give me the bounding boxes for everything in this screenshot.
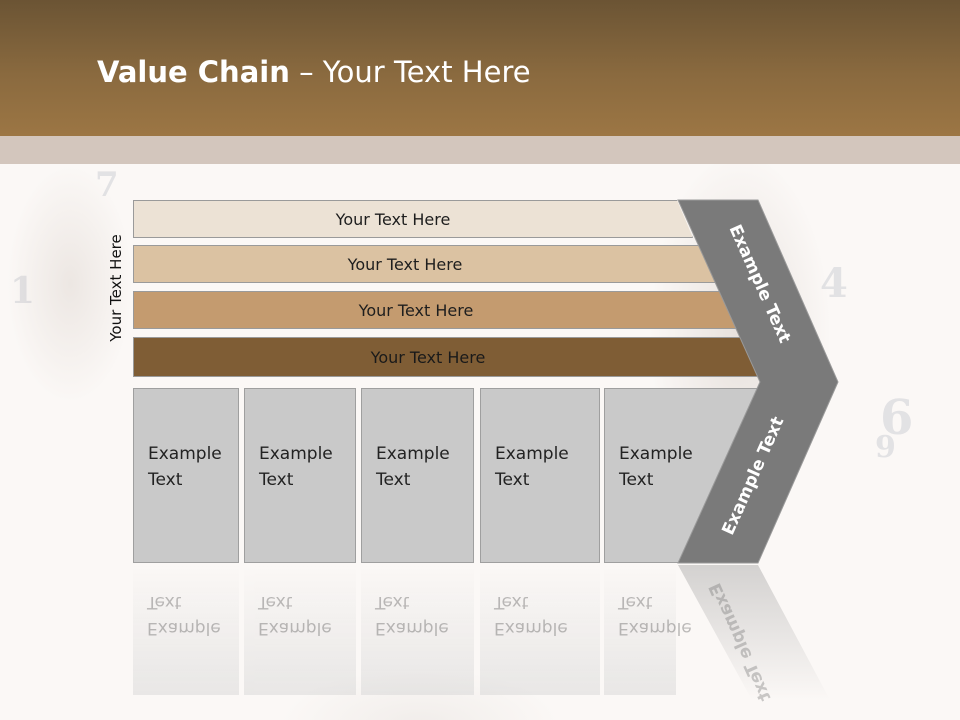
box-1-line2: Text	[148, 470, 183, 490]
box-4: Example Text	[480, 388, 600, 563]
row-2-label: Your Text Here	[347, 254, 463, 274]
box-2: Example Text	[244, 388, 356, 563]
box-1-line1: Example	[148, 444, 222, 464]
background-numeral: 1	[10, 270, 36, 312]
slide-title: Value Chain – Your Text Here	[97, 55, 531, 89]
chevron-shape	[677, 199, 839, 564]
background-numeral: 7	[95, 165, 119, 205]
box-2-line2: Text	[259, 470, 294, 490]
row-3-label: Your Text Here	[358, 300, 474, 320]
row-4: Your Text Here	[133, 337, 763, 377]
box-5-line2: Text	[619, 470, 654, 490]
title-rest: – Your Text Here	[289, 55, 531, 89]
background-numeral: 4	[820, 260, 848, 307]
box-1: Example Text	[133, 388, 239, 563]
box-2-line1: Example	[259, 444, 333, 464]
box-3-line1: Example	[376, 444, 450, 464]
row-1: Your Text Here	[133, 200, 693, 238]
box-4-line1: Example	[495, 444, 569, 464]
box-3: Example Text	[361, 388, 474, 563]
row-4-label: Your Text Here	[370, 347, 486, 367]
title-band	[0, 136, 960, 164]
box-4-line2: Text	[495, 470, 530, 490]
row-2: Your Text Here	[133, 245, 717, 283]
box-5-line1: Example	[619, 444, 693, 464]
title-bar	[0, 0, 960, 136]
row-3: Your Text Here	[133, 291, 739, 329]
box-3-line2: Text	[376, 470, 411, 490]
row-1-label: Your Text Here	[335, 209, 451, 229]
chevron-reflection	[678, 565, 830, 700]
title-bold: Value Chain	[97, 55, 290, 89]
background-numeral: 9	[875, 430, 896, 465]
background-numeral: 6	[880, 390, 914, 446]
